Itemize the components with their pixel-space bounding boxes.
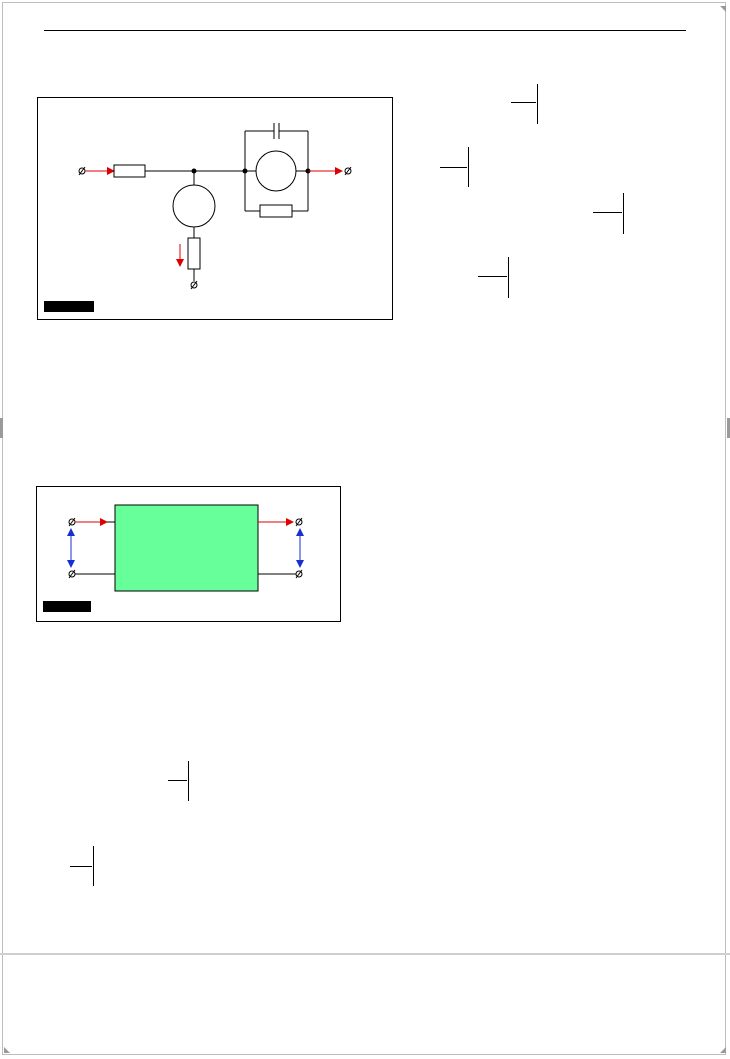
shunt-source-circle-icon xyxy=(172,184,216,228)
figure-caption-tag xyxy=(44,301,94,312)
capacitor-icon xyxy=(273,123,280,139)
circuit-diagram xyxy=(78,123,352,290)
header-rule xyxy=(44,30,686,31)
ground-terminal-icon xyxy=(190,280,198,290)
figure-equivalent-circuit xyxy=(37,97,393,320)
formula-bracket xyxy=(70,846,95,886)
parallel-resistor-icon xyxy=(259,204,293,218)
formula-bracket xyxy=(168,761,190,801)
input-resistor-icon xyxy=(113,164,146,178)
series-source-circle-icon xyxy=(255,150,297,192)
page-corner-marker xyxy=(720,1047,726,1053)
formula-bracket xyxy=(478,257,510,298)
page-side-marker xyxy=(727,418,730,438)
two-port-diagram xyxy=(67,504,304,592)
page-side-marker xyxy=(0,418,3,438)
input-terminal-bottom-icon xyxy=(68,569,76,579)
input-terminal-icon xyxy=(78,166,86,176)
output-terminal-top-icon xyxy=(295,517,303,527)
figure-caption-tag xyxy=(43,601,91,612)
input-terminal-top-icon xyxy=(68,517,76,527)
page-fold-line xyxy=(0,953,730,955)
output-terminal-bottom-icon xyxy=(295,569,303,579)
formula-bracket xyxy=(440,147,470,187)
network-block xyxy=(114,504,259,592)
shunt-resistor-icon xyxy=(187,237,201,270)
output-terminal-icon xyxy=(344,166,352,176)
formula-bracket xyxy=(593,193,625,234)
figure-two-port-network xyxy=(36,486,341,622)
page-corner-marker xyxy=(720,6,726,12)
page-corner-marker xyxy=(4,1047,10,1053)
formula-bracket xyxy=(511,84,538,124)
